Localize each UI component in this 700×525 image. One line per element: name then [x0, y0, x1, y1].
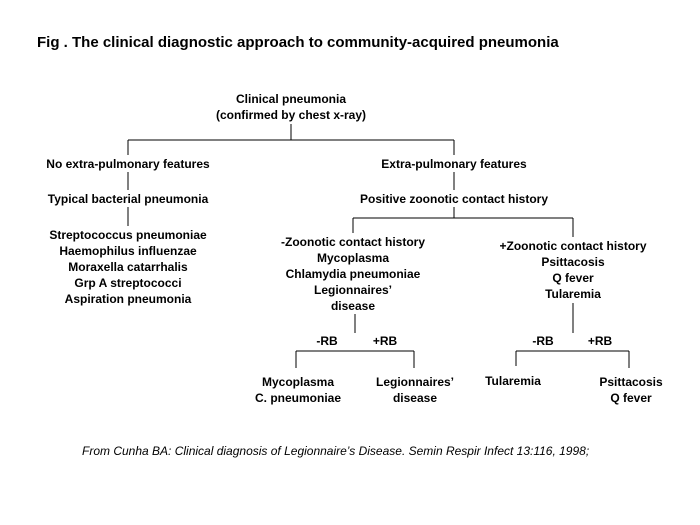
- organism-item: Haemophilus influenzae: [59, 244, 197, 258]
- leaf-tularemia: Tularemia: [463, 373, 563, 389]
- pos-zoo-line: +Zoonotic contact history: [499, 239, 647, 253]
- leaf-line: Tularemia: [485, 374, 541, 388]
- node-root-line1: Clinical pneumonia: [235, 92, 346, 106]
- node-negative-zoonotic: -Zoonotic contact history Mycoplasma Chl…: [253, 234, 453, 314]
- neg-zoo-line: Chlamydia pneumoniae: [285, 267, 421, 281]
- node-no-extra-pulmonary: No extra-pulmonary features: [46, 157, 210, 171]
- node-extra-pulmonary: Extra-pulmonary features: [381, 157, 527, 171]
- neg-zoo-line: -Zoonotic contact history: [281, 235, 425, 249]
- node-positive-zoonotic: Positive zoonotic contact history: [359, 192, 549, 206]
- label-pos-rb-right: +RB: [587, 334, 613, 348]
- neg-zoo-line: Legionnaires’: [313, 283, 393, 297]
- figure-title: Fig . The clinical diagnostic approach t…: [37, 34, 559, 51]
- node-root-line2: (confirmed by chest x-ray): [215, 108, 367, 122]
- node-positive-zoonotic-list: +Zoonotic contact history Psittacosis Q …: [473, 238, 673, 302]
- node-root: Clinical pneumonia (confirmed by chest x…: [191, 91, 391, 123]
- node-typical-organisms: Streptococcus pneumoniae Haemophilus inf…: [28, 227, 228, 307]
- leaf-psittacosis: Psittacosis Q fever: [581, 374, 681, 406]
- leaf-line: disease: [392, 391, 438, 405]
- neg-zoo-line: disease: [330, 299, 376, 313]
- leaf-mycoplasma: Mycoplasma C. pneumoniae: [238, 374, 358, 406]
- leaf-line: Psittacosis: [599, 375, 663, 389]
- node-typical-bacterial: Typical bacterial pneumonia: [47, 192, 209, 206]
- organism-item: Streptococcus pneumoniae: [49, 228, 207, 242]
- label-neg-rb-left: -RB: [316, 334, 338, 348]
- leaf-line: Q fever: [610, 391, 652, 405]
- organism-item: Aspiration pneumonia: [64, 292, 192, 306]
- pos-zoo-line: Q fever: [552, 271, 594, 285]
- leaf-line: C. pneumoniae: [254, 391, 341, 405]
- citation: From Cunha BA: Clinical diagnosis of Leg…: [82, 444, 590, 458]
- label-neg-rb-right: -RB: [532, 334, 554, 348]
- organism-item: Grp A streptococci: [74, 276, 182, 290]
- leaf-line: Mycoplasma: [261, 375, 335, 389]
- pos-zoo-line: Psittacosis: [541, 255, 605, 269]
- leaf-line: Legionnaires’: [375, 375, 455, 389]
- pos-zoo-line: Tularemia: [545, 287, 601, 301]
- organism-item: Moraxella catarrhalis: [68, 260, 188, 274]
- leaf-legionnaires: Legionnaires’ disease: [355, 374, 475, 406]
- label-pos-rb-left: +RB: [372, 334, 398, 348]
- neg-zoo-line: Mycoplasma: [316, 251, 390, 265]
